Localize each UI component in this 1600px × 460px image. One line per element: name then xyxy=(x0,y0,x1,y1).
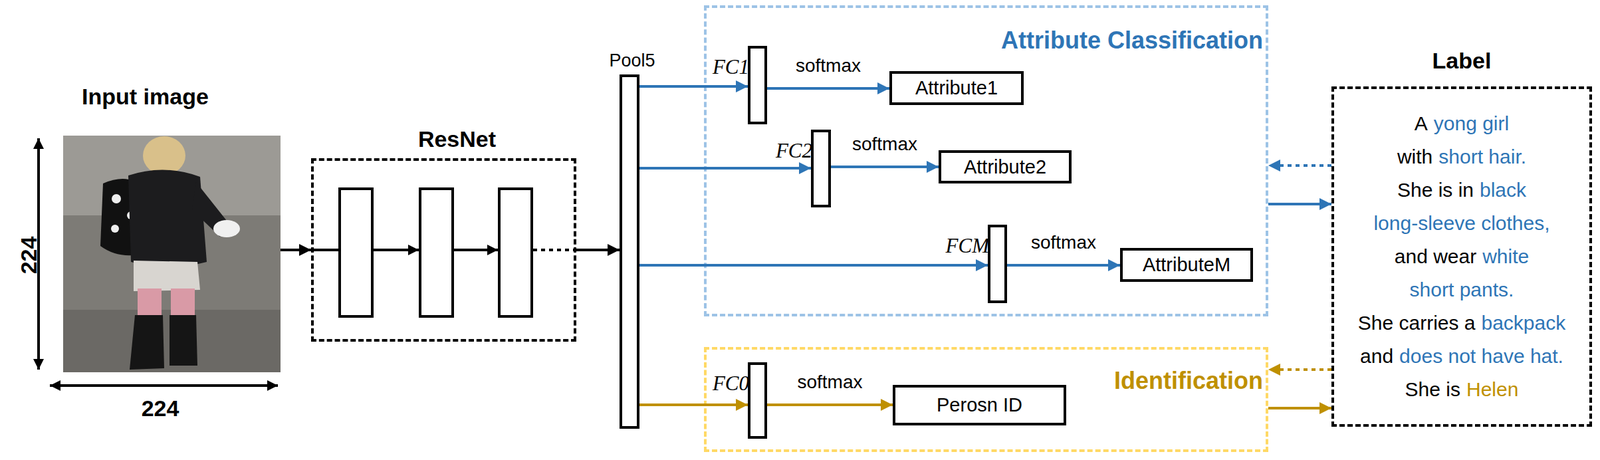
connector-arrow xyxy=(639,85,748,88)
connector-arrow xyxy=(1007,263,1121,267)
fc-layer: FCM xyxy=(987,224,1008,304)
fc-layer: FC0 xyxy=(747,362,768,439)
attribute-group: Attribute ClassificationFC1Attribute1FC2… xyxy=(703,5,1269,317)
label-phrase: does not have hat. xyxy=(1399,339,1564,373)
label-line: short pants. xyxy=(1409,273,1515,307)
label-box: LabelAyong girlwithshort hair.She is inb… xyxy=(1331,86,1593,427)
node-text: FC1 xyxy=(712,55,750,80)
label-heading: Label xyxy=(1334,47,1590,74)
label-phrase: yong girl xyxy=(1433,107,1509,141)
label-line: She isHelen xyxy=(1405,372,1519,407)
label-phrase: She carries a xyxy=(1358,306,1476,340)
edge-label: softmax xyxy=(1030,231,1097,254)
label-phrase: with xyxy=(1397,140,1433,174)
fc-layer: FC2 xyxy=(810,129,831,208)
connector-arrow xyxy=(1268,202,1332,206)
connector-arrow xyxy=(639,166,811,170)
node-text: Perosn ID xyxy=(936,394,1023,417)
node-text: Attribute Classification xyxy=(1001,26,1263,55)
label-phrase: She is xyxy=(1405,372,1461,407)
label-line: and wearwhite xyxy=(1394,239,1529,274)
node-text: Attribute1 xyxy=(915,77,998,100)
input-image: Input image xyxy=(63,135,281,373)
connector-arrow xyxy=(767,87,890,90)
edge-label: softmax xyxy=(795,55,861,77)
dimension-label: 224 xyxy=(141,395,180,422)
node-text: Identification xyxy=(1114,366,1263,395)
attribute-box: Attribute2 xyxy=(938,150,1072,184)
label-line: She carries abackpack xyxy=(1358,306,1567,340)
dimension-label: 224 xyxy=(15,236,42,275)
width-arrow xyxy=(49,384,278,387)
label-phrase: She is in xyxy=(1397,173,1474,207)
label-phrase: Helen xyxy=(1466,372,1519,407)
node-text: FCM xyxy=(945,233,990,258)
fc-layer: FC1 xyxy=(747,45,768,125)
label-line: long-sleeve clothes, xyxy=(1373,206,1550,240)
node-text: FC2 xyxy=(775,138,813,163)
label-line: anddoes not have hat. xyxy=(1360,339,1564,373)
label-phrase: A xyxy=(1414,107,1428,141)
resnet-box: ResNet xyxy=(311,158,577,342)
node-text: Pool5 xyxy=(588,50,676,72)
label-phrase: short pants. xyxy=(1409,273,1515,307)
connector-arrow xyxy=(280,248,312,252)
connector-arrow xyxy=(767,403,893,407)
label-phrase: short hair. xyxy=(1438,140,1527,174)
label-phrase: backpack xyxy=(1481,306,1567,340)
person-photo xyxy=(63,135,281,373)
person-id-box: Perosn ID xyxy=(892,384,1067,426)
identification-group: IdentificationFC0Perosn ID xyxy=(703,346,1269,453)
label-line: withshort hair. xyxy=(1397,140,1527,174)
connector-arrow xyxy=(1268,406,1332,410)
node-text: FC0 xyxy=(712,371,750,396)
label-body: Ayong girlwithshort hair.She is inblackl… xyxy=(1334,89,1590,425)
pool5-layer: Pool5 xyxy=(619,74,640,429)
attribute-box: AttributeM xyxy=(1120,247,1254,282)
node-text: Attribute2 xyxy=(963,156,1047,179)
connector-arrow xyxy=(639,403,748,407)
connector-arrow xyxy=(1268,164,1332,167)
label-line: Ayong girl xyxy=(1414,107,1509,141)
node-text: Input image xyxy=(23,83,268,110)
label-phrase: long-sleeve clothes, xyxy=(1373,206,1550,240)
label-line: She is inblack xyxy=(1397,173,1527,207)
label-phrase: black xyxy=(1479,173,1527,207)
connector-arrow xyxy=(830,165,939,169)
node-text: ResNet xyxy=(327,126,587,153)
edge-label: softmax xyxy=(852,133,918,155)
connector-arrow xyxy=(639,263,988,267)
node-text: AttributeM xyxy=(1142,253,1231,276)
attribute-box: Attribute1 xyxy=(889,71,1024,106)
label-phrase: white xyxy=(1482,239,1529,274)
connector-arrow xyxy=(1268,368,1332,371)
label-phrase: and xyxy=(1360,339,1394,373)
label-phrase: and wear xyxy=(1394,239,1477,274)
connector-arrow xyxy=(576,248,620,252)
edge-label: softmax xyxy=(797,371,863,393)
resnet-blocks xyxy=(311,158,577,342)
